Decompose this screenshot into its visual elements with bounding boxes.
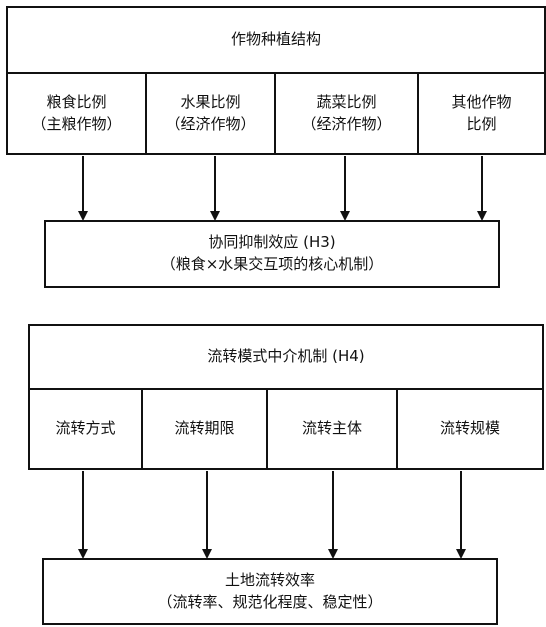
mode-method-box: 流转方式: [28, 388, 143, 470]
crop-fruit-ratio-note: （经济作物）: [165, 114, 256, 133]
crop-fruit-ratio-box: 水果比例 （经济作物）: [145, 72, 276, 155]
mode-method-label: 流转方式: [55, 419, 116, 438]
crop-other-ratio-label: 其他作物: [451, 92, 512, 111]
crop-grain-ratio-box: 粮食比例 （主粮作物）: [6, 72, 147, 155]
h3-subtitle: （粮食×水果交互项的核心机制）: [160, 255, 384, 273]
crop-structure-title-box: 作物种植结构: [6, 6, 546, 74]
crop-vegetable-ratio-label: 蔬菜比例: [316, 92, 377, 111]
crop-fruit-ratio-label: 水果比例: [180, 92, 241, 111]
mode-term-box: 流转期限: [141, 388, 268, 470]
outcome-title: 土地流转效率: [224, 570, 315, 589]
h4-mediation-title-box: 流转模式中介机制 (H4): [28, 324, 544, 390]
outcome-subtitle: （流转率、规范化程度、稳定性）: [157, 592, 383, 611]
h3-title: 协同抑制效应 (H3): [208, 233, 336, 252]
crop-structure-title: 作物种植结构: [230, 30, 321, 49]
crop-vegetable-ratio-note: （经济作物）: [301, 114, 392, 133]
crop-other-ratio-box: 其他作物 比例: [417, 72, 546, 155]
mode-scale-box: 流转规模: [396, 388, 544, 470]
crop-grain-ratio-label: 粮食比例: [46, 92, 107, 111]
mode-term-label: 流转期限: [174, 419, 235, 438]
crop-vegetable-ratio-box: 蔬菜比例 （经济作物）: [274, 72, 419, 155]
h4-title: 流转模式中介机制 (H4): [207, 347, 365, 366]
h3-synergy-box: 协同抑制效应 (H3) （粮食×水果交互项的核心机制）: [44, 220, 500, 288]
land-transfer-efficiency-box: 土地流转效率 （流转率、规范化程度、稳定性）: [42, 558, 498, 625]
mode-scale-label: 流转规模: [439, 419, 500, 438]
mode-subject-box: 流转主体: [266, 388, 398, 470]
crop-grain-ratio-note: （主粮作物）: [31, 114, 122, 133]
crop-other-ratio-note: 比例: [466, 114, 497, 133]
mode-subject-label: 流转主体: [301, 419, 362, 438]
